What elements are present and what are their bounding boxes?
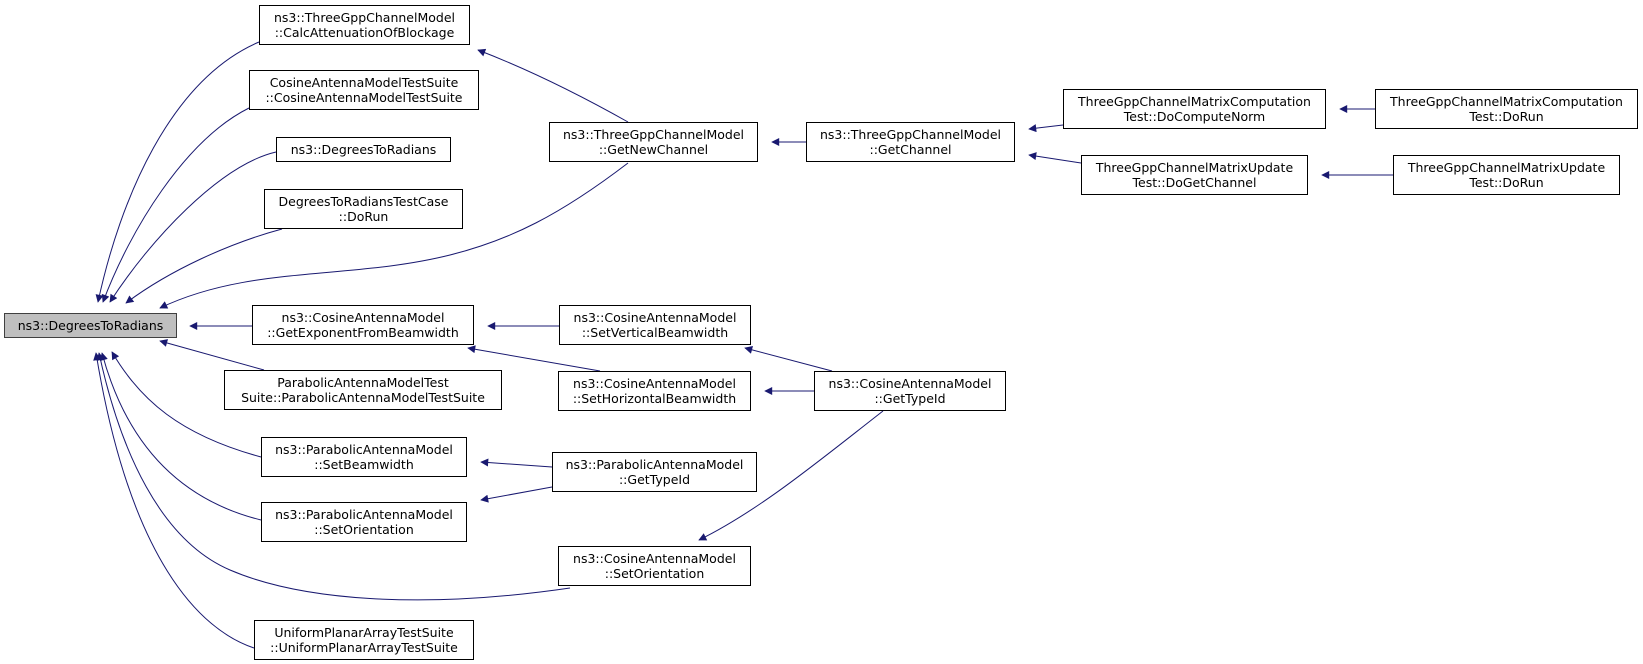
node-label-line2: ::CalcAttenuationOfBlockage — [274, 25, 455, 40]
node-label-line1: ns3::ParabolicAntennaModel — [275, 507, 453, 522]
node-label-line2: ::SetHorizontalBeamwidth — [572, 391, 737, 406]
edge-degtestcase-to-root — [125, 228, 283, 304]
node-parabolic-set-beamwidth[interactable]: ns3::ParabolicAntennaModel ::SetBeamwidt… — [261, 437, 467, 477]
node-label-line2: ::DoRun — [338, 209, 389, 224]
node-label-line1: ParabolicAntennaModelTest — [277, 375, 449, 390]
edge-cosgettypeid-to-cossetvert — [744, 345, 833, 372]
node-parabolic-get-type-id[interactable]: ns3::ParabolicAntennaModel ::GetTypeId — [552, 452, 757, 492]
edge-paragettypeid-to-parasetbeam — [480, 458, 553, 468]
edge-cosinesuite-to-root — [101, 107, 250, 303]
node-label-line2: ::GetChannel — [869, 142, 952, 157]
node-label-line1: ThreeGppChannelMatrixComputation — [1078, 94, 1311, 109]
node-label-line1: ThreeGppChannelMatrixUpdate — [1407, 160, 1606, 175]
node-label-line2: Test::DoRun — [1469, 109, 1544, 124]
node-cosine-get-type-id[interactable]: ns3::CosineAntennaModel ::GetTypeId — [814, 371, 1006, 411]
node-label-line2: ::GetExponentFromBeamwidth — [267, 325, 459, 340]
node-label-line2: Test::DoRun — [1469, 175, 1544, 190]
node-calc-attenuation-of-blockage[interactable]: ns3::ThreeGppChannelModel ::CalcAttenuat… — [259, 5, 470, 45]
edge-parabolicsuite-to-root — [159, 339, 265, 371]
node-label-line2: ::SetOrientation — [314, 522, 414, 537]
node-label-line1: ns3::DegreesToRadians — [290, 142, 437, 157]
edge-getnewchannel-to-calcatten — [477, 48, 629, 123]
node-cosine-set-horizontal-beamwidth[interactable]: ns3::CosineAntennaModel ::SetHorizontalB… — [558, 371, 751, 411]
node-cosine-antenna-model-test-suite[interactable]: CosineAntennaModelTestSuite ::CosineAnte… — [249, 70, 479, 110]
edge-cossetorient-to-root — [96, 352, 571, 601]
node-degrees-to-radians[interactable]: ns3::DegreesToRadians — [276, 137, 451, 162]
edge-paragettypeid-to-parasetorient — [480, 486, 553, 503]
node-root-degrees-to-radians: ns3::DegreesToRadians — [4, 313, 177, 338]
node-uniform-planar-array-test-suite[interactable]: UniformPlanarArrayTestSuite ::UniformPla… — [254, 620, 474, 660]
edge-upasuite-to-root — [93, 352, 255, 649]
node-parabolic-antenna-model-test-suite[interactable]: ParabolicAntennaModelTest Suite::Parabol… — [224, 370, 502, 410]
node-label-line1: ns3::CosineAntennaModel — [281, 310, 445, 325]
edge-cossethoriz-to-getexp — [467, 345, 601, 372]
node-label-line1: UniformPlanarArrayTestSuite — [274, 625, 454, 640]
node-label-line1: ns3::ThreeGppChannelModel — [273, 10, 456, 25]
node-label-line1: ns3::ThreeGppChannelModel — [562, 127, 745, 142]
node-cosine-set-vertical-beamwidth[interactable]: ns3::CosineAntennaModel ::SetVerticalBea… — [559, 305, 751, 345]
node-get-channel[interactable]: ns3::ThreeGppChannelModel ::GetChannel — [806, 122, 1015, 162]
node-label-line1: ns3::CosineAntennaModel — [828, 376, 992, 391]
node-label-line2: Suite::ParabolicAntennaModelTestSuite — [241, 390, 485, 405]
node-get-new-channel[interactable]: ns3::ThreeGppChannelModel ::GetNewChanne… — [549, 122, 758, 162]
node-label-line1: ns3::ParabolicAntennaModel — [565, 457, 744, 472]
node-matrix-update-do-get-channel[interactable]: ThreeGppChannelMatrixUpdate Test::DoGetC… — [1081, 155, 1308, 195]
edge-parasetbeam-to-root — [111, 351, 262, 458]
node-label-line1: DegreesToRadiansTestCase — [278, 194, 449, 209]
node-label-line1: ns3::CosineAntennaModel — [573, 376, 736, 391]
node-label-line2: ::GetNewChannel — [598, 142, 709, 157]
node-label-line2: ::UniformPlanarArrayTestSuite — [270, 640, 458, 655]
node-label-line2: Test::DoGetChannel — [1132, 175, 1257, 190]
node-label-line2: ::GetTypeId — [874, 391, 946, 406]
edge-parasetorient-to-root — [100, 352, 262, 521]
node-label-line1: ns3::DegreesToRadians — [17, 318, 164, 333]
node-label-line1: ns3::CosineAntennaModel — [573, 310, 737, 325]
node-matrix-computation-do-compute-norm[interactable]: ThreeGppChannelMatrixComputation Test::D… — [1063, 89, 1326, 129]
node-label-line1: CosineAntennaModelTestSuite — [269, 75, 459, 90]
edge-getnewchannel-to-root — [159, 162, 629, 309]
node-matrix-computation-do-run[interactable]: ThreeGppChannelMatrixComputation Test::D… — [1375, 89, 1638, 129]
edge-matrixupdget-to-getchannel — [1028, 152, 1082, 164]
node-degrees-to-radians-test-case[interactable]: DegreesToRadiansTestCase ::DoRun — [264, 189, 463, 229]
node-parabolic-set-orientation[interactable]: ns3::ParabolicAntennaModel ::SetOrientat… — [261, 502, 467, 542]
node-matrix-update-do-run[interactable]: ThreeGppChannelMatrixUpdate Test::DoRun — [1393, 155, 1620, 195]
edge-calcatten-to-root — [95, 41, 260, 303]
node-label-line1: ThreeGppChannelMatrixUpdate — [1095, 160, 1294, 175]
node-label-line1: ns3::ThreeGppChannelModel — [819, 127, 1002, 142]
node-label-line2: Test::DoComputeNorm — [1123, 109, 1266, 124]
edge-cosgettypeid-to-cossetorient — [698, 410, 884, 541]
node-cosine-set-orientation[interactable]: ns3::CosineAntennaModel ::SetOrientation — [558, 546, 751, 586]
node-label-line1: ns3::ParabolicAntennaModel — [275, 442, 453, 457]
node-label-line2: ::SetVerticalBeamwidth — [581, 325, 729, 340]
node-label-line2: ::GetTypeId — [618, 472, 691, 487]
node-label-line2: ::SetOrientation — [604, 566, 705, 581]
node-label-line1: ThreeGppChannelMatrixComputation — [1390, 94, 1623, 109]
node-get-exponent-from-beamwidth[interactable]: ns3::CosineAntennaModel ::GetExponentFro… — [252, 305, 474, 345]
node-label-line2: ::CosineAntennaModelTestSuite — [265, 90, 463, 105]
node-label-line1: ns3::CosineAntennaModel — [573, 551, 736, 566]
node-label-line2: ::SetBeamwidth — [314, 457, 414, 472]
edge-degtorad-to-root — [109, 151, 277, 303]
edge-matrixcompnorm-to-getchannel — [1028, 124, 1064, 133]
